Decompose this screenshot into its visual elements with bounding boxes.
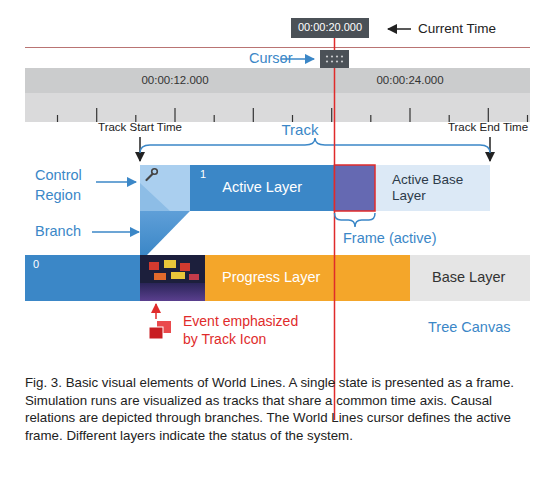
time-display: 00:00:20.000 [291, 18, 369, 38]
thumbnail-block [149, 262, 159, 270]
tick [253, 108, 254, 122]
tick [135, 115, 136, 122]
callout-note: Event emphasized by Track Icon [183, 312, 308, 348]
tick [174, 108, 175, 122]
tick [488, 108, 489, 122]
track-icon-front [149, 327, 163, 339]
tick [409, 108, 410, 122]
pointer-label: Track Start Time [78, 121, 202, 135]
cursor-grip [326, 55, 343, 62]
wrench-handle [147, 174, 153, 180]
tick [449, 115, 450, 122]
tick [57, 115, 58, 122]
tick [331, 108, 332, 122]
layer-name: Base Layer [432, 269, 505, 286]
pointer-label: Track End Time [430, 121, 546, 135]
cursor-handle [320, 50, 349, 68]
grip-dot [341, 60, 343, 62]
track-number: 0 [33, 258, 39, 271]
part-label: Frame (active) [343, 230, 436, 247]
grip-dot [326, 60, 328, 62]
track-thumbnail [140, 255, 205, 301]
grip-dot [331, 60, 333, 62]
part-label: Branch [35, 223, 81, 240]
thumbnail-block [171, 272, 185, 279]
layer-box: Progress Layer [205, 255, 410, 301]
layer-name: Active Base Layer [392, 172, 484, 204]
grip-dot [331, 55, 333, 57]
tick [292, 115, 293, 122]
pointer-label: Cursor [249, 50, 293, 67]
time-tick-label: 00:00:12.000 [136, 74, 214, 88]
wrench-icon [147, 169, 158, 180]
pointer-label: Current Time [418, 21, 496, 37]
tick [96, 108, 97, 122]
pointer-arrow [96, 181, 136, 183]
cursor-line [334, 38, 336, 420]
grip-dot [326, 55, 328, 57]
part-label: Control Region [35, 165, 105, 205]
part-label: Tree Canvas [428, 319, 510, 336]
wrench-head [152, 169, 158, 175]
thumbnail-block [154, 273, 166, 280]
grip-dot [341, 55, 343, 57]
grip-dot [336, 55, 338, 57]
ruler-ticks [58, 108, 528, 122]
track-brace [140, 138, 490, 153]
branch-wedge [140, 211, 190, 255]
layer-name: Progress Layer [222, 269, 320, 286]
layer-box: Active Base Layer [375, 165, 490, 211]
frame-brace [335, 213, 376, 227]
ruler-band [25, 68, 530, 93]
layer-name: Active Layer [222, 179, 302, 196]
pointer-arrow [388, 28, 411, 30]
grip-dot [336, 60, 338, 62]
layer-box: Base Layer [410, 255, 530, 301]
pointer-arrow [92, 231, 139, 233]
layer-box: 0 [25, 255, 140, 301]
tick [214, 115, 215, 122]
layer-box: 1Active Layer [190, 165, 335, 211]
active-frame [335, 165, 376, 211]
control-region-shade [140, 183, 170, 211]
figure-caption: Fig. 3. Basic visual elements of World L… [25, 374, 533, 444]
pointer-arrow [155, 304, 157, 319]
part-label: Track [270, 121, 330, 139]
thumbnail-block [180, 263, 190, 271]
thumbnail-back [140, 255, 205, 301]
time-tick-label: 00:00:24.000 [371, 74, 449, 88]
tick [527, 115, 528, 122]
thumbnail-floor [140, 283, 205, 301]
time-value: 00:00:20.000 [298, 21, 362, 34]
track-number: 1 [200, 168, 206, 181]
thumbnail-block [189, 274, 199, 280]
header-line [25, 47, 530, 48]
thumbnail-block [164, 260, 176, 268]
ruler-band [25, 93, 530, 122]
control-region [140, 165, 190, 211]
tick [370, 115, 371, 122]
